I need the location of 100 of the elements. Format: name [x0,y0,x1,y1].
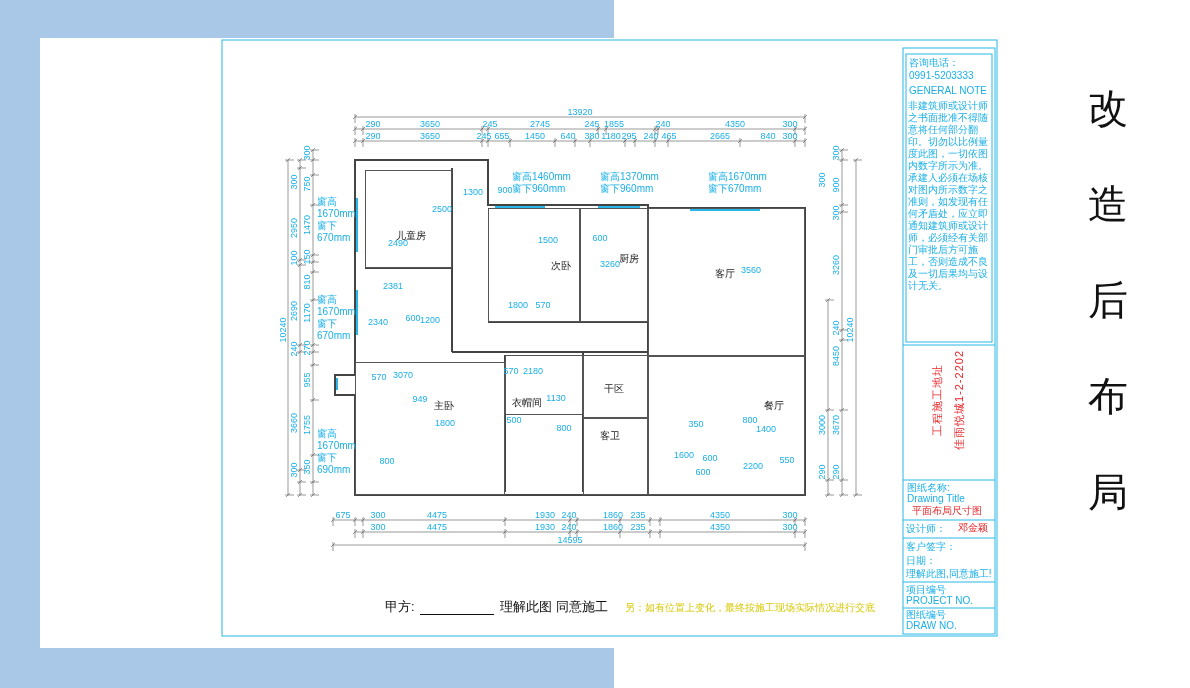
dimension-text: 800 [742,415,758,425]
designer-name: 邓金颖 [958,523,988,533]
window-note: 窗高1370mm 窗下960mm [600,171,660,195]
field-label: 客户签字： [906,542,956,552]
dimension-text: 800 [556,423,572,433]
dimension-text: 550 [779,455,795,465]
drawing-title: 平面布局尺寸图 [912,506,982,516]
room-name: 客厅 [715,269,735,279]
approval-text: 理解此图,同意施工! [906,569,992,579]
dimension-text: 1800 [435,418,455,428]
dimension-text: 3670 [831,415,841,435]
dimension-text: 4350 [710,522,730,532]
dimension-text: 300 [289,174,299,190]
field-label: Drawing Title [907,494,965,504]
field-label: 图纸名称: [907,483,950,493]
dimension-text: 300 [370,522,386,532]
dimension-text: 2745 [530,119,550,129]
window-note: 窗高1460mm 窗下960mm [512,171,572,195]
dimension-text: 570 [535,300,551,310]
dimension-text: 4475 [427,522,447,532]
dimension-text: 3660 [289,413,299,433]
dimension-text: 14595 [557,535,583,545]
room-name: 干区 [604,384,624,394]
dimension-text: 2200 [743,461,763,471]
dimension-text: 350 [302,459,312,475]
dimension-text: 300 [831,205,841,221]
dimension-text: 2950 [289,218,299,238]
dimension-text: 1170 [302,303,312,323]
room-area [648,208,805,356]
dimension-text: 300 [782,510,798,520]
room-name: 次卧 [551,261,571,271]
dimension-text: 10240 [845,317,855,343]
dimension-text: 1300 [463,187,483,197]
dimension-text: 2665 [710,131,730,141]
room-area [488,208,580,322]
room-area [583,355,648,418]
dimension-text: 290 [365,119,381,129]
dimension-text: 1400 [756,424,776,434]
room-area [505,355,583,415]
dimension-text: 240 [289,341,299,357]
dimension-text: 2180 [523,366,543,376]
dimension-text: 2340 [368,317,388,327]
dimension-text: 4350 [710,510,730,520]
dimension-text: 380 [584,131,600,141]
room-name: 客卫 [600,431,620,441]
dimension-text: 300 [302,145,312,161]
approval-text: 理解此图 同意施工 [500,600,608,613]
room-area [365,170,452,268]
address-text: 佳雨悦城1-2-2202 [953,350,965,450]
dimension-text: 300 [831,145,841,161]
dimension-text: 240 [831,320,841,336]
dimension-text: 600 [592,233,608,243]
dimension-text: 240 [561,510,577,520]
dimension-text: 300 [782,119,798,129]
dimension-text: 1130 [546,393,566,403]
dimension-text: 300 [289,462,299,478]
field-label: DRAW NO. [906,621,957,631]
dimension-text: 10240 [278,317,288,343]
dimension-text: 1200 [420,315,440,325]
dimension-text: 465 [661,131,677,141]
dimension-text: 4350 [725,119,745,129]
dimension-text: 13920 [567,107,593,117]
room-name: 衣帽间 [512,398,542,408]
dimension-text: 800 [379,456,395,466]
dimension-text: 1450 [525,131,545,141]
dimension-text: 290 [831,464,841,480]
dimension-text: 2690 [289,301,299,321]
dimension-text: 240 [655,119,671,129]
dimension-text: 240 [643,131,659,141]
room-area [583,418,648,495]
room-name: 餐厅 [764,401,784,411]
dimension-text: 1755 [302,415,312,435]
dimension-text: 600 [702,453,718,463]
room-name: 厨房 [619,254,639,264]
address-heading: 工程施工地址 [931,364,943,436]
dimension-text: 245 [476,131,492,141]
footnote: 另：如有位置上变化，最终按施工现场实际情况进行交底 [625,603,875,613]
room-name: 儿童房 [396,231,426,241]
field-label: 项目编号 [906,585,946,595]
dimension-text: 3650 [420,119,440,129]
note-heading: 咨询电话： [909,58,959,68]
dimension-text: 1600 [674,450,694,460]
phone-number: 0991-5203333 [909,71,974,81]
note-heading: GENERAL NOTE [909,86,987,96]
field-label: 日期： [906,556,936,566]
dimension-text: 235 [630,522,646,532]
room-area [355,362,505,495]
dimension-text: 1855 [604,119,624,129]
dimension-text: 900 [497,185,513,195]
dimension-text: 245 [584,119,600,129]
dimension-text: 600 [695,467,711,477]
dimension-text: 900 [831,177,841,193]
dimension-text: 300 [370,510,386,520]
signature-label: 甲方: [385,600,415,613]
dimension-text: 655 [494,131,510,141]
dimension-text: 100 [289,250,299,266]
dimension-text: 270 [302,340,312,356]
dimension-text: 640 [560,131,576,141]
dimension-text: 245 [482,119,498,129]
dimension-text: 810 [302,274,312,290]
